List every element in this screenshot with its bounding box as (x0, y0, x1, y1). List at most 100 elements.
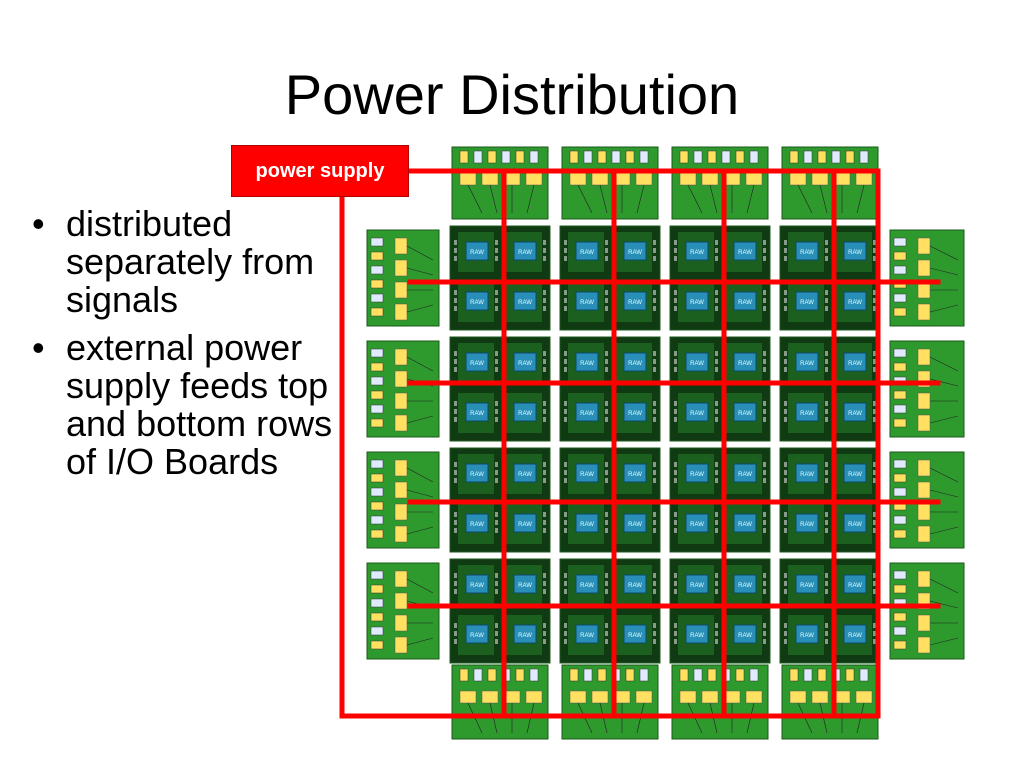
chip-pin (715, 256, 718, 261)
chip-pin (873, 462, 876, 467)
chip-pin (564, 248, 567, 253)
chip-die (513, 352, 537, 372)
io-connector (893, 487, 907, 497)
raw-chip: RAW (674, 454, 718, 494)
chip-pin (873, 306, 876, 311)
raw-chip: RAW (612, 454, 656, 494)
slide-title: Power Distribution (284, 63, 740, 126)
io-trace (406, 526, 434, 535)
raw-chip: RAW (832, 343, 876, 383)
chip-pin (495, 573, 498, 578)
chip-die (795, 574, 819, 594)
raw-chip: RAW (832, 615, 876, 655)
io-connector (583, 150, 593, 164)
chip-pin (763, 359, 766, 364)
chip-pin (543, 623, 546, 628)
chip-label: RAW (580, 472, 594, 478)
io-connector (893, 362, 907, 372)
chip-pin (825, 520, 828, 525)
chip-die (843, 624, 867, 644)
chip-pin (495, 298, 498, 303)
chip-pin (715, 478, 718, 483)
chip-pin (715, 290, 718, 295)
chip-die (513, 624, 537, 644)
chip-die (465, 513, 489, 533)
chip-pin (873, 248, 876, 253)
chip-die (733, 513, 757, 533)
raw-chip: RAW (454, 232, 498, 272)
io-trace (929, 267, 959, 276)
io-chip (591, 690, 609, 704)
chip-pin (784, 306, 787, 311)
chip-pin (605, 631, 608, 636)
chip-label: RAW (580, 583, 594, 589)
chip-die (575, 352, 599, 372)
chip-pin (873, 478, 876, 483)
raw-chip: RAW (784, 282, 828, 322)
chip-pin (825, 298, 828, 303)
chip-pin (873, 240, 876, 245)
io-trace (406, 489, 434, 498)
bullet-item: •external power supply feeds top and bot… (30, 329, 340, 481)
chip-die (465, 624, 489, 644)
chip-pin (454, 470, 457, 475)
chip-pin (605, 298, 608, 303)
raw-chip: RAW (502, 232, 546, 272)
io-connector (893, 237, 907, 247)
chip-pin (543, 306, 546, 311)
chip-pin (873, 417, 876, 422)
chip-pin (715, 528, 718, 533)
io-chip (635, 690, 653, 704)
chip-pin (495, 512, 498, 517)
chip-pin (605, 581, 608, 586)
io-trace (406, 245, 434, 261)
chip-pin (715, 367, 718, 372)
chip-pin (825, 573, 828, 578)
chip-pin (825, 256, 828, 261)
chip-die (623, 624, 647, 644)
raw-chip: RAW (612, 343, 656, 383)
io-board (561, 146, 659, 220)
chip-pin (605, 240, 608, 245)
chip-die (733, 624, 757, 644)
raw-chip: RAW (832, 454, 876, 494)
raw-chip: RAW (722, 393, 766, 433)
chip-pin (454, 462, 457, 467)
io-connector (370, 348, 384, 358)
chip-pin (674, 417, 677, 422)
io-trace (929, 578, 959, 594)
io-connector (749, 668, 759, 682)
chip-label: RAW (738, 300, 752, 306)
io-connector (529, 150, 539, 164)
io-connector (803, 150, 813, 164)
chip-label: RAW (518, 583, 532, 589)
chip-pin (564, 367, 567, 372)
io-connector (370, 584, 384, 594)
io-chip (917, 414, 931, 432)
io-connector (893, 348, 907, 358)
chip-pin (543, 639, 546, 644)
io-chip (917, 237, 931, 255)
chip-label: RAW (690, 300, 704, 306)
chip-die (733, 352, 757, 372)
chip-die (795, 463, 819, 483)
chip-die (465, 402, 489, 422)
chip-pin (674, 623, 677, 628)
raw-chip: RAW (454, 615, 498, 655)
chip-pin (564, 623, 567, 628)
chip-pin (564, 306, 567, 311)
io-connector (370, 376, 384, 386)
io-chip (569, 690, 587, 704)
raw-chip: RAW (832, 232, 876, 272)
chip-die (843, 402, 867, 422)
chip-label: RAW (580, 522, 594, 528)
io-connector (370, 459, 384, 469)
io-trace (856, 184, 865, 214)
raw-chip: RAW (722, 454, 766, 494)
io-connector (789, 150, 799, 164)
power-supply-box: power supply (231, 145, 409, 197)
io-chip (917, 259, 931, 277)
io-connector (893, 390, 907, 400)
chip-pin (454, 290, 457, 295)
